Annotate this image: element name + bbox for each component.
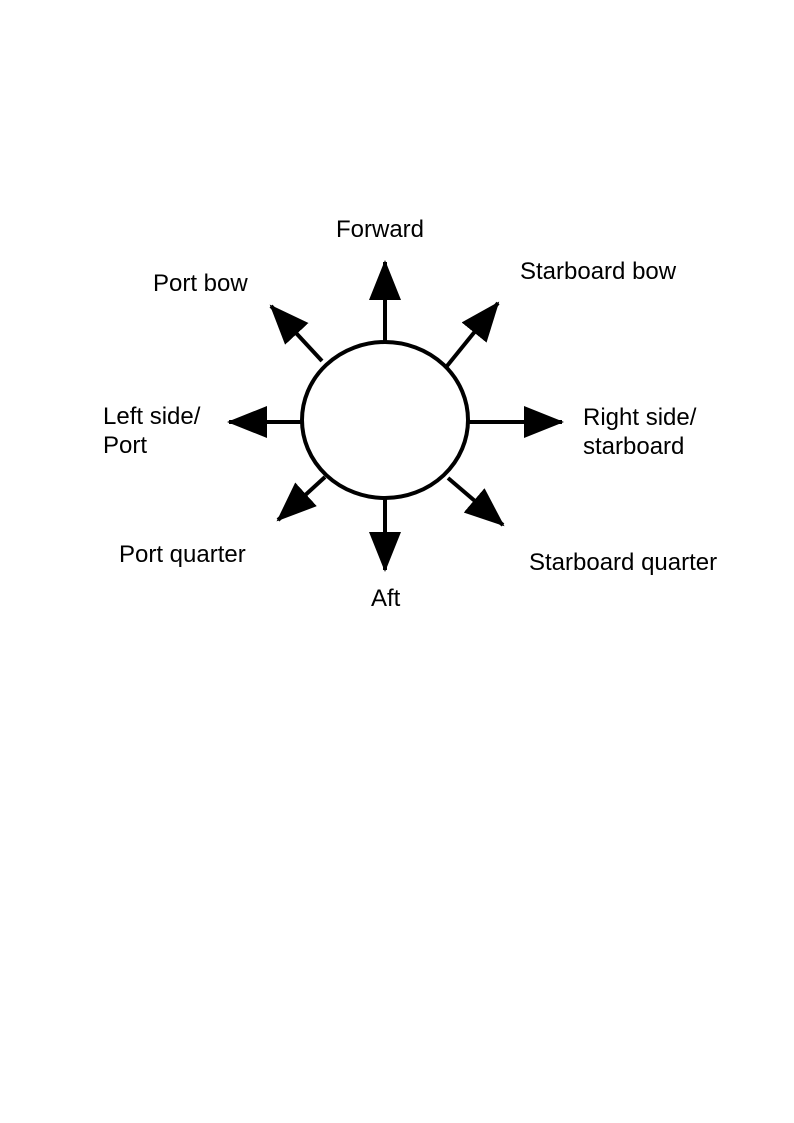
label-aft: Aft [371,585,401,612]
arrow-starboard-bow [445,301,500,368]
arrow-starboard-quarter [446,476,505,527]
label-right-side-line1: Right side/ [583,404,697,431]
arrow-port-quarter [276,475,327,522]
label-right-side-line2: starboard [583,433,685,460]
label-starboard-bow: Starboard bow [520,258,677,285]
label-left-side-line2: Port [103,432,148,459]
label-port-bow: Port bow [153,270,248,297]
label-port-quarter: Port quarter [119,541,246,568]
label-left-side-line1: Left side/ [103,403,201,430]
arrow-port-bow [269,304,324,363]
vessel-circle [300,340,470,500]
label-right-side: Right side/ starboard [583,403,696,461]
label-starboard-quarter: Starboard quarter [529,549,718,576]
label-forward: Forward [336,216,425,243]
label-left-side: Left side/ Port [103,402,200,460]
